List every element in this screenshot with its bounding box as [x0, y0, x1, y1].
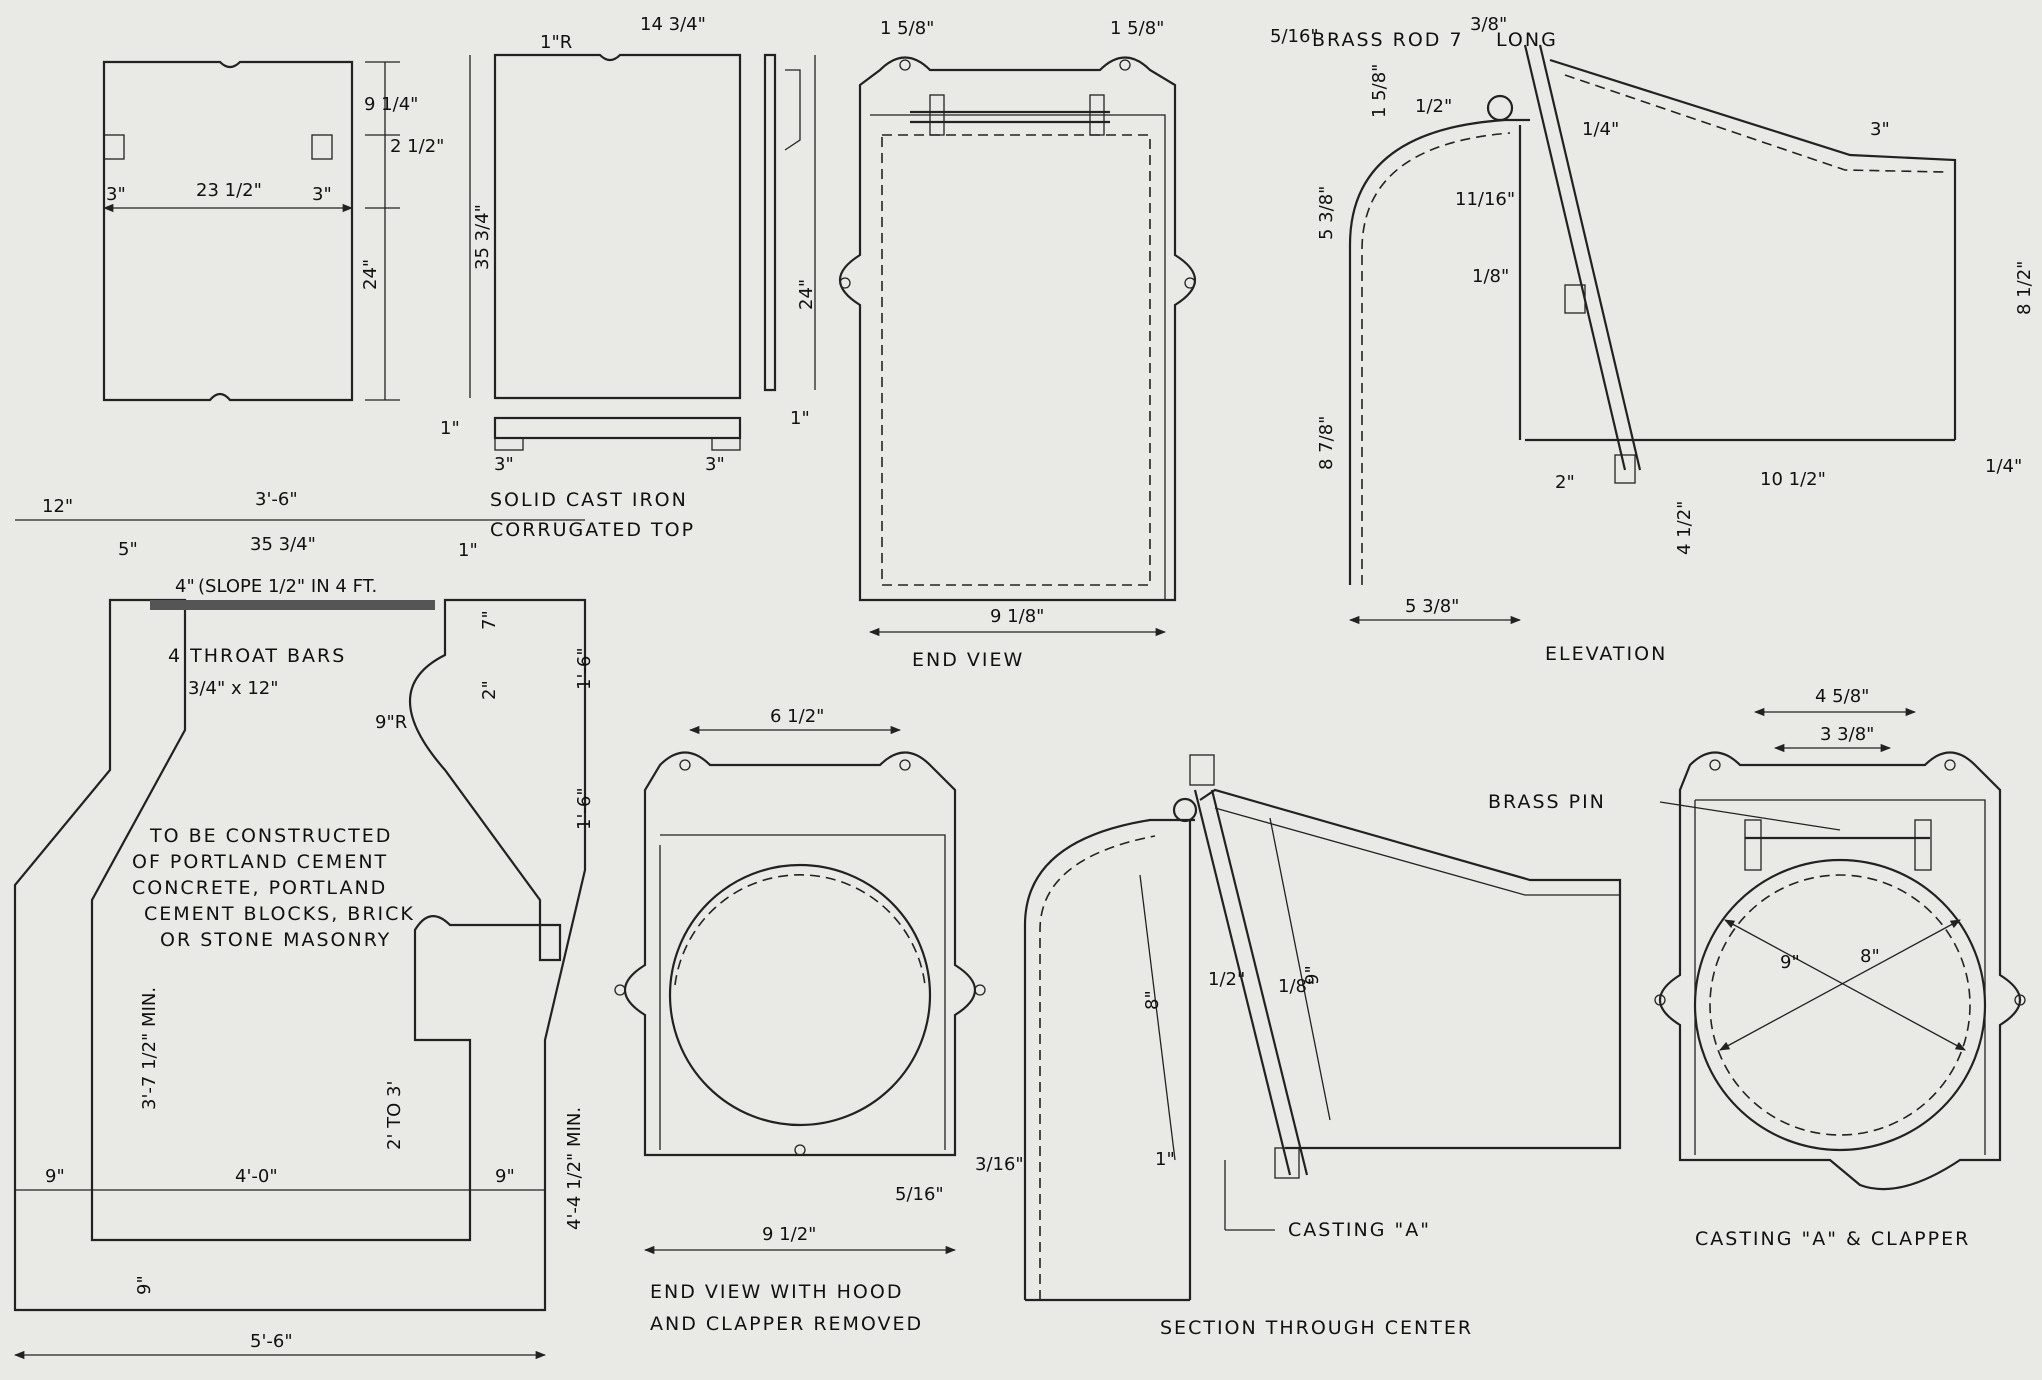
dim-brass-rod-fraction: 3/8"	[1470, 14, 1507, 35]
dim-1-5-8-elev: 1 5/8"	[1369, 64, 1390, 118]
dim-1-6-lower: 1'-6"	[574, 787, 595, 830]
dim-5-16: 5/16"	[895, 1184, 944, 1205]
label-corrugated-top: CORRUGATED TOP	[490, 519, 695, 541]
dim-4-1-2: 4 1/2"	[1674, 501, 1695, 555]
slope-band	[150, 600, 435, 610]
dim-2-to-3: 2' TO 3'	[384, 1081, 405, 1150]
dim-35-3-4: 35 3/4"	[472, 204, 493, 270]
dim-23-1-2: 23 1/2"	[196, 180, 262, 201]
dim-3-7: 3'-7 1/2" MIN.	[139, 987, 160, 1110]
dim-8-1-2: 8 1/2"	[2014, 261, 2035, 315]
dim-3-3-8: 3 3/8"	[1820, 724, 1874, 745]
elevation: 5/16" BRASS ROD 7 3/8" LONG 1 5/8" 1/2" …	[1270, 14, 2035, 665]
label-construct-2: OF PORTLAND CEMENT	[132, 851, 388, 873]
label-construct-5: OR STONE MASONRY	[160, 929, 391, 951]
label-brass-rod-long: LONG	[1496, 29, 1558, 51]
dim-9-section: 9"	[1302, 965, 1323, 985]
dim-3-foot-left: 3"	[494, 454, 514, 475]
corrugated-top: 1"R 14 3/4" 35 3/4" 1" 1" 3" 3" 24" SOLI…	[440, 14, 817, 541]
dim-3-16: 3/16"	[975, 1154, 1024, 1175]
dim-3-right: 3"	[312, 184, 332, 205]
dim-9-1-4: 9 1/4"	[364, 94, 418, 115]
dim-12: 12"	[42, 496, 73, 517]
dim-10-1-2: 10 1/2"	[1760, 469, 1826, 490]
dim-1-2-section: 1/2"	[1208, 969, 1245, 990]
plate-plan: 9 1/4" 2 1/2" 23 1/2" 3" 3" 24"	[102, 60, 444, 402]
dim-9-right: 9"	[495, 1166, 515, 1187]
dim-24-side: 24"	[796, 279, 817, 310]
dim-9-1-2: 9 1/2"	[762, 1224, 816, 1245]
dim-1-right: 1"	[790, 408, 810, 429]
dim-3-elev: 3"	[1870, 119, 1890, 140]
label-construct-4: CEMENT BLOCKS, BRICK	[144, 903, 415, 925]
dim-8-section: 8"	[1142, 990, 1163, 1010]
label-end-view: END VIEW	[912, 649, 1024, 671]
dim-1-8-elev: 1/8"	[1472, 266, 1509, 287]
end-view: 1 5/8" 1 5/8" 9 1/8" END VIEW	[839, 18, 1196, 671]
label-casting-a-clapper: CASTING "A" & CLAPPER	[1695, 1228, 1970, 1250]
label-brass-pin: BRASS PIN	[1488, 791, 1606, 813]
dim-14-3-4: 14 3/4"	[640, 14, 706, 35]
dim-5-3-8: 5 3/8"	[1316, 186, 1337, 240]
dim-3-left: 3"	[106, 184, 126, 205]
dim-9-casting: 9"	[1780, 952, 1800, 973]
label-brass-rod: BRASS ROD 7	[1312, 29, 1464, 51]
dim-1-5-8-right: 1 5/8"	[1110, 18, 1164, 39]
label-end-view-removed-1: END VIEW WITH HOOD	[650, 1281, 903, 1303]
dim-1-foundation: 1"	[458, 540, 478, 561]
dim-8-casting: 8"	[1860, 946, 1880, 967]
dim-5-6: 5'-6"	[250, 1331, 293, 1352]
dim-1-2-elev: 1/2"	[1415, 96, 1452, 117]
dim-1-section: 1"	[1155, 1149, 1175, 1170]
dim-1-4-right: 1/4"	[1985, 456, 2022, 477]
dim-3-6: 3'-6"	[255, 489, 298, 510]
dim-5-3-8-bottom: 5 3/8"	[1405, 596, 1459, 617]
dim-1-6-upper: 1'-6"	[574, 647, 595, 690]
dim-24: 24"	[360, 259, 381, 290]
dim-9r: 9"R	[375, 712, 407, 733]
dim-7: 7"	[479, 610, 500, 630]
label-slope: (SLOPE 1/2" IN 4 FT.	[198, 576, 377, 597]
dim-9-1-8: 9 1/8"	[990, 606, 1044, 627]
dim-8-7-8: 8 7/8"	[1316, 416, 1337, 470]
dim-2-1-2: 2 1/2"	[390, 136, 444, 157]
dim-4-0: 4'-0"	[235, 1166, 278, 1187]
label-solid-cast-iron: SOLID CAST IRON	[490, 489, 688, 511]
label-elevation: ELEVATION	[1545, 643, 1667, 665]
dim-4-4: 4'-4 1/2" MIN.	[564, 1107, 585, 1230]
dim-2-foundation: 2"	[479, 680, 500, 700]
dim-35-3-4-foundation: 35 3/4"	[250, 534, 316, 555]
section-through-center: 8" 1/2" 1/8" 9" 1" CASTING "A" SECTION T…	[1023, 754, 1622, 1339]
dim-4-5-8: 4 5/8"	[1815, 686, 1869, 707]
label-casting-a: CASTING "A"	[1288, 1219, 1431, 1241]
dim-4: 4"	[175, 576, 195, 597]
label-construct-1: TO BE CONSTRUCTED	[149, 825, 392, 847]
dim-throat-size: 3/4" x 12"	[188, 678, 279, 699]
label-section: SECTION THROUGH CENTER	[1160, 1317, 1473, 1339]
dim-1-4-elev: 1/4"	[1582, 119, 1619, 140]
dim-1-5-8-left: 1 5/8"	[880, 18, 934, 39]
dim-rod-diameter: 5/16"	[1270, 26, 1319, 47]
casting-a-clapper: 4 5/8" 3 3/8" BRASS PIN 9" 8" CASTING "A…	[1488, 686, 2026, 1250]
dim-9-left: 9"	[45, 1166, 65, 1187]
label-throat-bars: 4 THROAT BARS	[168, 645, 346, 667]
dim-3-foot-right: 3"	[705, 454, 725, 475]
dim-6-1-2: 6 1/2"	[770, 706, 824, 727]
end-view-hood-removed: 6 1/2" 5/16" 3/16" 9 1/2" END VIEW WITH …	[614, 706, 1024, 1335]
label-end-view-removed-2: AND CLAPPER REMOVED	[650, 1313, 923, 1335]
dim-5: 5"	[118, 539, 138, 560]
dim-1-8-section: 1/8"	[1278, 976, 1315, 997]
foundation-section: 12" 3'-6" 5" 35 3/4" 4" (SLOPE 1/2" IN 4…	[13, 489, 595, 1360]
dim-2-elev: 2"	[1555, 472, 1575, 493]
dim-1r: 1"R	[540, 32, 572, 53]
label-construct-3: CONCRETE, PORTLAND	[132, 877, 387, 899]
dim-11-16: 11/16"	[1455, 189, 1515, 210]
dim-9-bottom: 9"	[134, 1275, 155, 1295]
dim-1-left: 1"	[440, 418, 460, 439]
